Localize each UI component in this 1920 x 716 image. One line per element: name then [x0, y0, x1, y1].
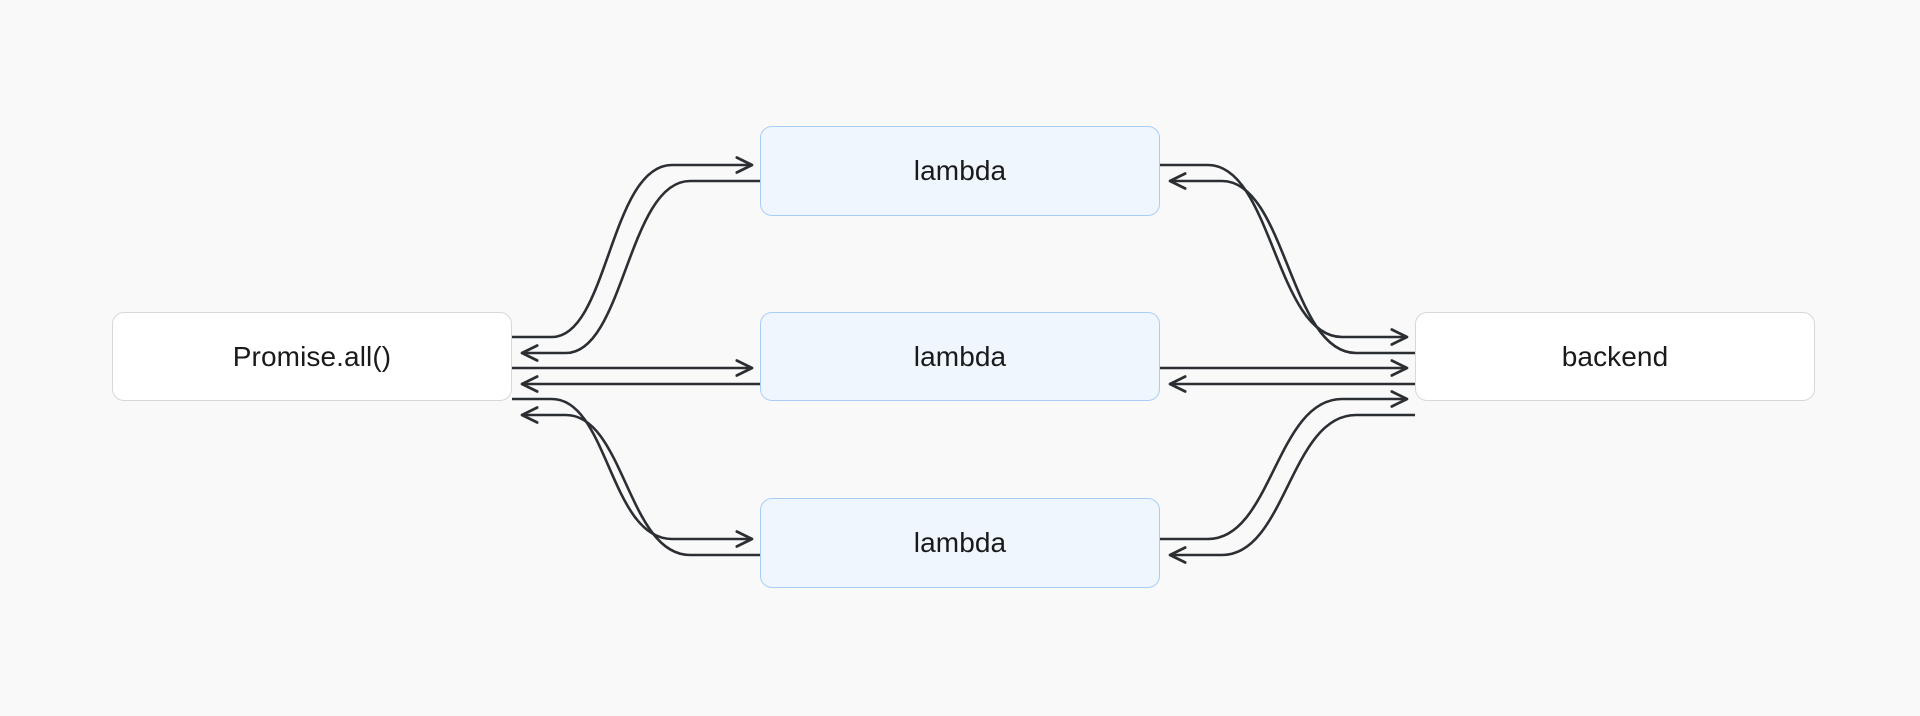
edge-backend-to-lambda-2	[1170, 413, 1415, 555]
node-promise-all[interactable]: Promise.all()	[112, 312, 512, 401]
node-lambda-middle[interactable]: lambda	[760, 312, 1160, 401]
edge-promise-all-to-lambda-0	[512, 165, 752, 339]
edge-promise-all-to-lambda-2	[512, 397, 752, 539]
edge-lambda-2-to-backend	[1160, 399, 1407, 541]
node-lambda-bottom-label: lambda	[913, 527, 1007, 558]
node-lambda-top[interactable]: lambda	[760, 126, 1160, 216]
node-lambda-middle-label: lambda	[913, 340, 1007, 372]
node-lambda-top-label: lambda	[913, 155, 1007, 186]
edge-lambda-0-to-backend	[1160, 163, 1407, 337]
node-lambda-bottom[interactable]: lambda	[760, 498, 1160, 588]
node-backend[interactable]: backend	[1415, 312, 1815, 401]
node-backend-label: backend	[1561, 340, 1669, 372]
node-promise-all-label: Promise.all()	[232, 340, 392, 372]
edge-lambda-0-to-promise-all	[522, 179, 760, 353]
edge-lambda-2-to-promise-all	[522, 415, 760, 557]
edge-backend-to-lambda-0	[1170, 181, 1415, 355]
